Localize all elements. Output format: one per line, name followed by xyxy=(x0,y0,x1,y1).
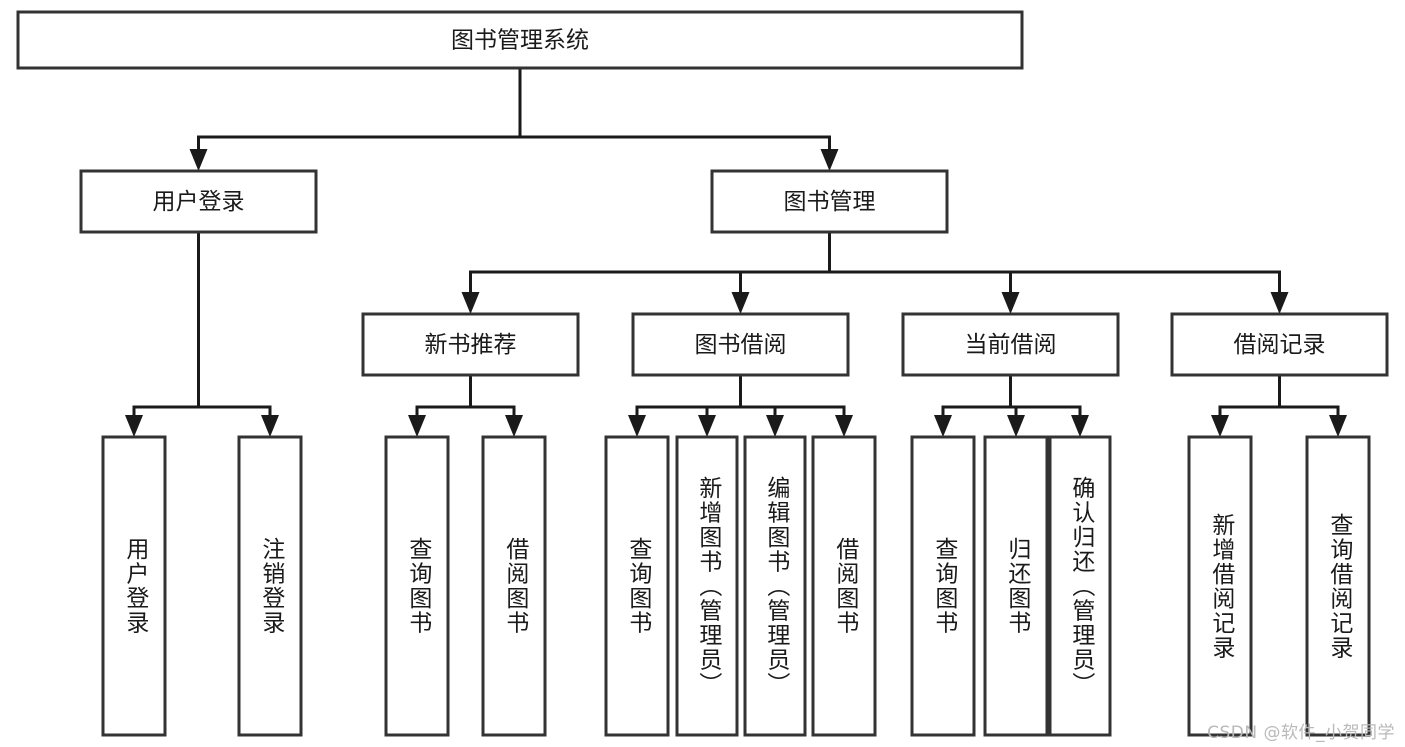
node-level3-label-1: 图书借阅 xyxy=(695,332,787,358)
arrow-head-icon xyxy=(934,415,952,437)
arrow-head-icon xyxy=(1071,415,1089,437)
node-root-label: 图书管理系统 xyxy=(451,28,589,54)
node-leaf-10[interactable] xyxy=(1048,435,1112,737)
watermark-text: CSDN @软件_小贺同学 xyxy=(1207,723,1395,743)
node-level3-1[interactable] xyxy=(631,312,850,377)
arrow-head-icon xyxy=(820,149,839,171)
node-level3-label-3: 借阅记录 xyxy=(1234,332,1326,358)
node-level3-label-2: 当前借阅 xyxy=(965,332,1057,358)
node-leaf-12[interactable] xyxy=(1305,435,1371,737)
node-leaf-4[interactable] xyxy=(604,435,670,737)
arrow-head-icon xyxy=(505,415,523,437)
arrow-head-icon xyxy=(125,415,143,437)
node-leaf-11[interactable] xyxy=(1187,435,1253,737)
node-leaf-0[interactable] xyxy=(101,435,167,737)
arrow-head-icon xyxy=(1270,292,1289,314)
arrow-head-icon xyxy=(189,149,208,171)
node-level3-label-0: 新书推荐 xyxy=(425,332,517,358)
node-level2-0[interactable] xyxy=(79,169,318,234)
node-level3-2[interactable] xyxy=(901,312,1120,377)
arrow-head-icon xyxy=(1007,415,1025,437)
arrow-head-icon xyxy=(461,292,480,314)
arrow-head-icon xyxy=(766,415,784,437)
node-level2-label-1: 图书管理 xyxy=(784,189,876,215)
arrow-head-icon xyxy=(408,415,426,437)
node-leaf-7[interactable] xyxy=(811,435,877,737)
node-leaf-6[interactable] xyxy=(743,435,807,737)
arrow-head-icon xyxy=(1211,415,1229,437)
connector-layer xyxy=(125,66,1347,437)
node-level2-1[interactable] xyxy=(710,169,949,234)
arrow-head-icon xyxy=(261,415,279,437)
arrow-head-icon xyxy=(835,415,853,437)
box-layer xyxy=(16,10,1389,737)
node-leaf-9[interactable] xyxy=(983,435,1049,737)
arrow-head-icon xyxy=(1001,292,1020,314)
node-leaf-1[interactable] xyxy=(237,435,303,737)
node-leaf-8[interactable] xyxy=(910,435,976,737)
node-level3-0[interactable] xyxy=(361,312,580,377)
arrow-head-icon xyxy=(1329,415,1347,437)
node-leaf-3[interactable] xyxy=(481,435,547,737)
arrow-head-icon xyxy=(731,292,750,314)
node-leaf-5[interactable] xyxy=(675,435,739,737)
node-leaf-2[interactable] xyxy=(384,435,450,737)
arrow-head-icon xyxy=(698,415,716,437)
node-level2-label-0: 用户登录 xyxy=(153,189,245,215)
node-root[interactable] xyxy=(16,10,1024,70)
arrow-head-icon xyxy=(628,415,646,437)
node-level3-3[interactable] xyxy=(1170,312,1389,377)
